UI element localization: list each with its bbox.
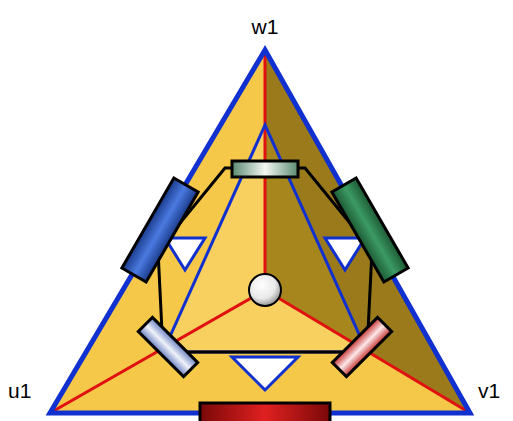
red-edges [50, 50, 470, 413]
bars [122, 161, 408, 421]
vertex-label: w1 [252, 16, 279, 37]
vertex-label: v1 [478, 380, 500, 401]
center-ball [249, 274, 281, 306]
inner-triangle [163, 125, 367, 352]
vertex-label: u1 [8, 380, 31, 401]
outer-triangle [50, 50, 470, 413]
